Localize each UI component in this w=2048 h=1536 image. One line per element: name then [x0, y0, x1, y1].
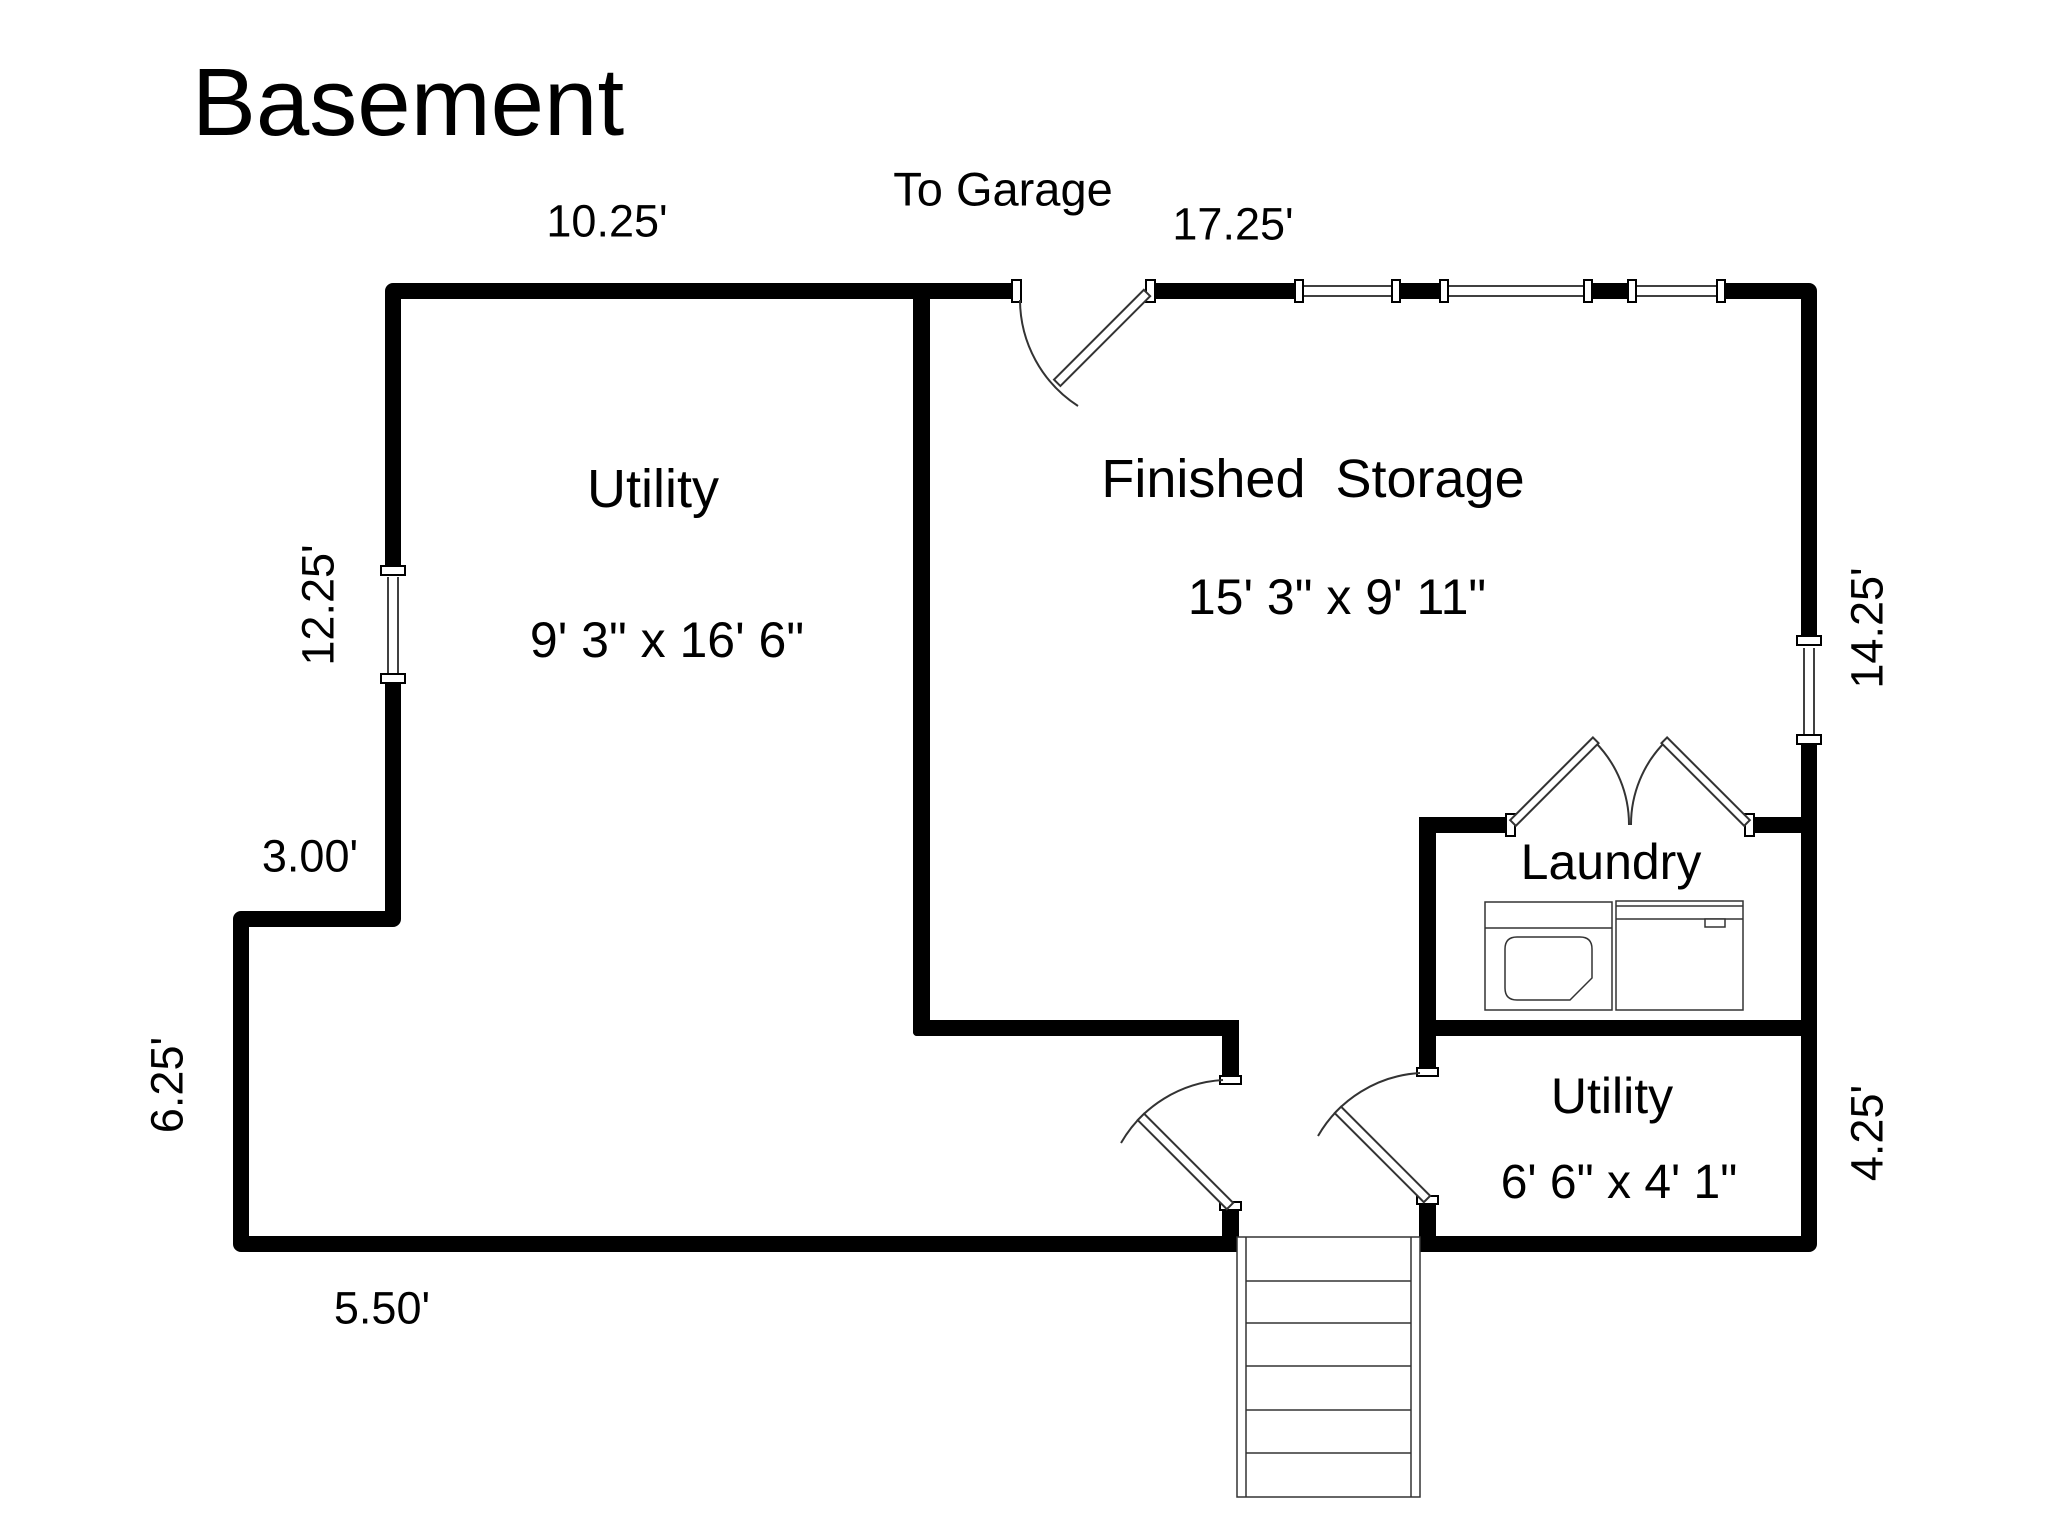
dimension-bottom-left: 5.50': [333, 1282, 431, 1334]
room-size-utility-main: 9' 3" x 16' 6": [529, 612, 805, 668]
windows: [380, 279, 1822, 745]
laundry-double-door-leaf-right: [1660, 736, 1752, 828]
left-stair-door-wall-upper: [1222, 1020, 1239, 1076]
dimension-top-right: 17.25': [1172, 198, 1294, 250]
laundry-left-wall: [1419, 817, 1436, 1068]
garage-door-leaf: [1052, 288, 1152, 388]
dimension-left-upper: 12.25': [292, 544, 344, 666]
dimension-left-lower: 6.25': [141, 1036, 193, 1134]
room-label-laundry: Laundry: [1520, 834, 1702, 890]
right-stair-door-leaf: [1333, 1105, 1432, 1204]
room-size-utility-small: 6' 6" x 4' 1": [1500, 1156, 1738, 1209]
garage-door-jamb-left: [1011, 279, 1022, 303]
room-label-utility-small: Utility: [1550, 1068, 1674, 1124]
right-window: [1796, 635, 1822, 745]
dimension-right-lower: 4.25': [1841, 1084, 1893, 1182]
dryer-latch: [1704, 918, 1726, 928]
laundry-double-door-leaf-left: [1508, 736, 1600, 828]
doors: [1019, 288, 1752, 1211]
utility-small-left-wall-stub: [1419, 1204, 1436, 1237]
to-garage-label: To Garage: [893, 162, 1113, 216]
stairs-outline: [1236, 1236, 1421, 1498]
dryer: [1615, 900, 1744, 1011]
laundry-top-wall-left: [1419, 817, 1513, 833]
garage-door-arc: [1019, 299, 1079, 407]
exterior-wall: [233, 283, 1817, 1252]
dimension-left-step: 3.00': [261, 830, 359, 882]
top-window-3: [1627, 279, 1726, 303]
washer: [1484, 901, 1613, 1011]
stairs-treads: [1246, 1280, 1411, 1454]
room-size-finished-storage: 15' 3" x 9' 11": [1187, 569, 1487, 625]
right-stair-door-arc: [1317, 1072, 1421, 1137]
right-stair-door-jamb-top: [1416, 1067, 1439, 1077]
divider-stub-wall: [913, 1020, 1239, 1036]
room-label-utility-main: Utility: [587, 459, 719, 519]
interior-walls: [913, 283, 1809, 1238]
left-window: [380, 565, 406, 684]
left-stair-door-arc: [1120, 1079, 1224, 1144]
left-stair-door-leaf: [1136, 1112, 1235, 1211]
stairs: [1236, 1236, 1421, 1498]
top-window-1: [1294, 279, 1401, 303]
left-stair-door-jamb-top: [1219, 1075, 1242, 1085]
divider-wall: [913, 283, 930, 1036]
washer-door: [1504, 936, 1593, 1001]
dimension-top-left: 10.25': [546, 195, 668, 247]
plan-title: Basement: [191, 49, 625, 156]
top-window-2: [1439, 279, 1593, 303]
laundry-double-door-arc-left: [1594, 741, 1631, 826]
laundry-top-wall-right: [1747, 817, 1809, 833]
dimension-right-upper: 14.25': [1841, 567, 1893, 689]
laundry-bottom-wall: [1419, 1020, 1809, 1036]
room-label-finished-storage: Finished Storage: [1101, 449, 1525, 509]
laundry-double-door-arc-right: [1629, 741, 1666, 826]
laundry-appliances: [1484, 900, 1744, 1011]
garage-door-opening: [1021, 280, 1147, 302]
left-stair-door-wall-lower: [1222, 1210, 1239, 1238]
